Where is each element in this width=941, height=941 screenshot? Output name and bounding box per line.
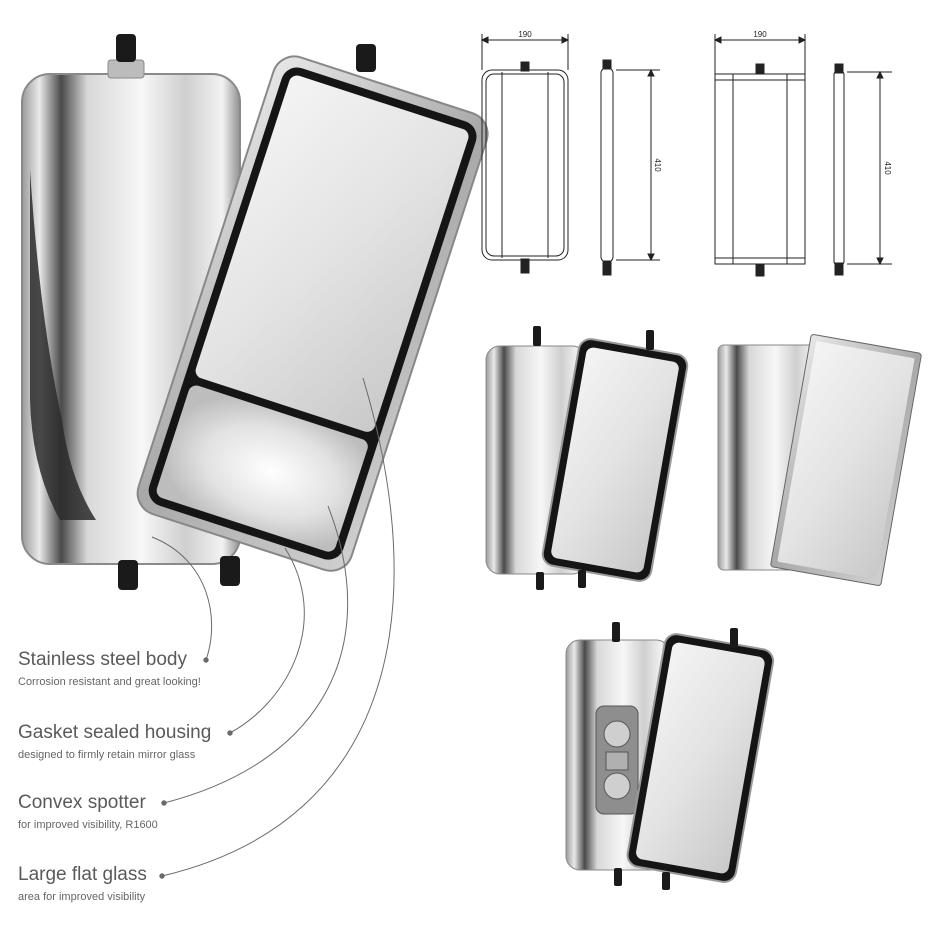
feature-title: Stainless steel body <box>18 649 187 670</box>
mirror-view-angle <box>717 334 922 586</box>
mount-stud <box>356 44 376 72</box>
callout-line-gasket <box>229 547 305 734</box>
callout-line-flat-glass <box>161 377 395 877</box>
mirror-view-front <box>485 326 689 590</box>
mirror-view-back <box>565 622 775 890</box>
feature-description: area for improved visibility <box>18 891 146 903</box>
feature-description: Corrosion resistant and great looking! <box>18 676 201 688</box>
height-dimension-label: 410 <box>883 161 892 175</box>
technical-drawing-2 <box>713 34 892 277</box>
feature-stainless-steel-body: Stainless steel body Corrosion resistant… <box>18 649 201 689</box>
width-dimension-label: 190 <box>753 30 767 39</box>
feature-gasket-sealed-housing: Gasket sealed housing designed to firmly… <box>18 722 211 762</box>
feature-convex-spotter: Convex spotter for improved visibility, … <box>18 792 158 832</box>
callout-lines <box>151 377 395 879</box>
callout-line-spotter <box>163 505 349 804</box>
mirror-head <box>136 55 489 572</box>
mounting-bracket <box>595 705 639 815</box>
feature-description: for improved visibility, R1600 <box>18 819 158 831</box>
feature-title: Gasket sealed housing <box>18 722 212 743</box>
mount-stud <box>220 556 240 586</box>
main-mirror <box>21 34 489 590</box>
feature-title: Large flat glass <box>18 864 147 885</box>
callout-line-body <box>151 536 213 661</box>
feature-description: designed to firmly retain mirror glass <box>18 749 196 761</box>
height-dimension-label: 410 <box>653 158 662 172</box>
width-dimension-label: 190 <box>518 30 532 39</box>
technical-drawing-1 <box>480 34 660 276</box>
feature-large-flat-glass: Large flat glass area for improved visib… <box>18 864 147 904</box>
feature-title: Convex spotter <box>18 792 146 813</box>
